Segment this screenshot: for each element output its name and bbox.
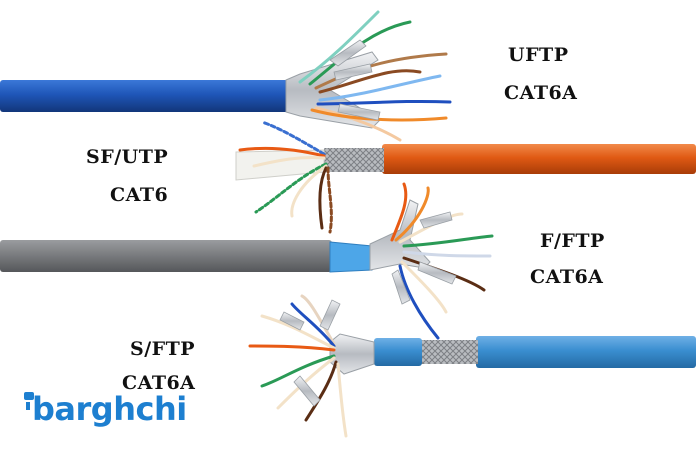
fftp-type-label: F/FTP	[540, 230, 605, 252]
sfutp-category-label: CAT6	[110, 184, 169, 206]
sftp-category-label: CAT6A	[122, 372, 196, 394]
fftp-category-label: CAT6A	[530, 266, 604, 288]
brand-logo: barghchi	[22, 388, 222, 438]
cable-sftp-jacket	[476, 336, 696, 368]
cable-uftp-jacket	[0, 80, 288, 112]
logo-text: barghchi	[32, 390, 187, 428]
cable-sfutp	[235, 120, 696, 234]
cable-uftp	[0, 10, 452, 142]
cable-fftp	[0, 182, 494, 340]
sfutp-type-label: SF/UTP	[86, 146, 169, 168]
cable-fftp-jacket	[0, 240, 332, 272]
sftp-type-label: S/FTP	[130, 338, 196, 360]
uftp-type-label: UFTP	[508, 44, 569, 66]
cable-sftp	[248, 294, 696, 438]
logo-plug-icon	[24, 392, 34, 410]
uftp-category-label: CAT6A	[504, 82, 578, 104]
cable-sfutp-jacket	[382, 144, 696, 174]
cable-sfutp-braid	[324, 148, 384, 172]
